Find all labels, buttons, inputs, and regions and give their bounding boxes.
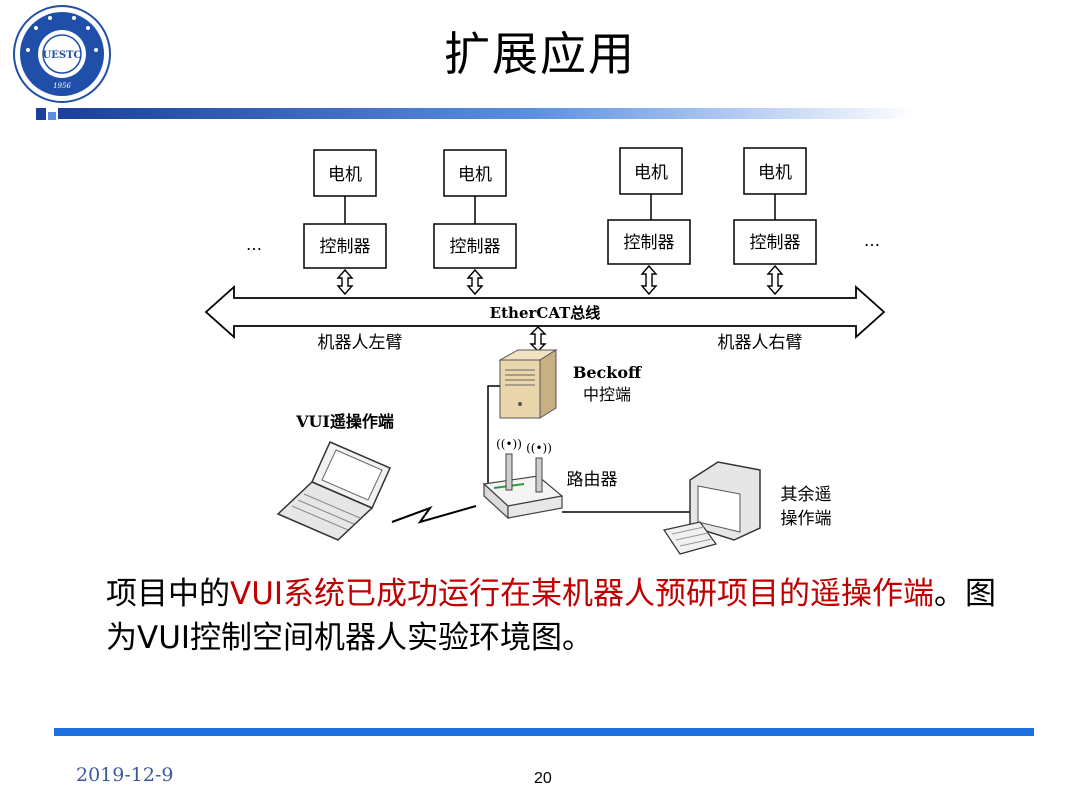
controller-box-3: 控制器 (607, 219, 691, 265)
page-number: 20 (534, 770, 552, 787)
ellipsis-left: … (246, 235, 262, 254)
footer-divider (54, 728, 1034, 736)
right-arm-label: 机器人右臂 (718, 333, 803, 353)
left-arm-label: 机器人左臂 (318, 333, 403, 353)
other-label-1: 其余遥 (781, 485, 832, 505)
desktop-icon (663, 461, 761, 555)
controller-box-2: 控制器 (433, 223, 517, 269)
controller-label: 控制器 (450, 237, 501, 257)
motor-label: 电机 (458, 165, 492, 185)
motor-label: 电机 (634, 163, 668, 183)
footer-date: 2019-12-9 (76, 764, 174, 786)
university-logo: UESTC 1956 (13, 5, 111, 103)
svg-text:((•)): ((•)) (496, 437, 522, 451)
router-label: 路由器 (567, 470, 618, 490)
logo-year: 1956 (53, 82, 71, 90)
wireless-link (391, 505, 477, 524)
svg-text:((•)): ((•)) (526, 441, 552, 455)
server-icon (498, 349, 558, 419)
caption-part-1: 项目中的 (106, 576, 230, 612)
page-title: 扩展应用 (444, 27, 636, 81)
controller-label: 控制器 (750, 233, 801, 253)
logo-text: UESTC (43, 50, 82, 61)
ethercat-bus-arrow (204, 284, 886, 340)
motor-box-1: 电机 (313, 149, 377, 197)
controller-bus-arrows (336, 264, 784, 296)
caption-text: 项目中的VUI系统已成功运行在某机器人预研项目的遥操作端。图为VUI控制空间机器… (106, 572, 1006, 660)
motor-box-3: 电机 (619, 147, 683, 195)
title-divider (36, 108, 916, 120)
router-icon: ((•)) ((•)) (482, 437, 564, 520)
other-label-2: 操作端 (781, 509, 832, 529)
motor-label: 电机 (328, 165, 362, 185)
robot-system-diagram: 电机 电机 电机 电机 控制器 控制器 控制器 控制器 … … (204, 147, 886, 555)
controller-box-4: 控制器 (733, 219, 817, 265)
caption-part-3: 。图为VUI控制空间机器人实验环境图。 (106, 576, 997, 656)
motor-box-2: 电机 (443, 149, 507, 197)
ellipsis-right: … (864, 231, 880, 250)
bus-label: EtherCAT总线 (490, 304, 601, 322)
controller-box-1: 控制器 (303, 223, 387, 269)
laptop-icon (276, 441, 391, 541)
controller-label: 控制器 (320, 237, 371, 257)
controller-label: 控制器 (624, 233, 675, 253)
motor-box-4: 电机 (743, 147, 807, 195)
vui-label: VUI遥操作端 (295, 412, 394, 431)
caption-part-2-highlight: VUI系统已成功运行在某机器人预研项目的遥操作端 (230, 576, 935, 612)
server-label-2: 中控端 (583, 385, 631, 404)
server-label-1: Beckoff (573, 363, 642, 382)
motor-label: 电机 (758, 163, 792, 183)
